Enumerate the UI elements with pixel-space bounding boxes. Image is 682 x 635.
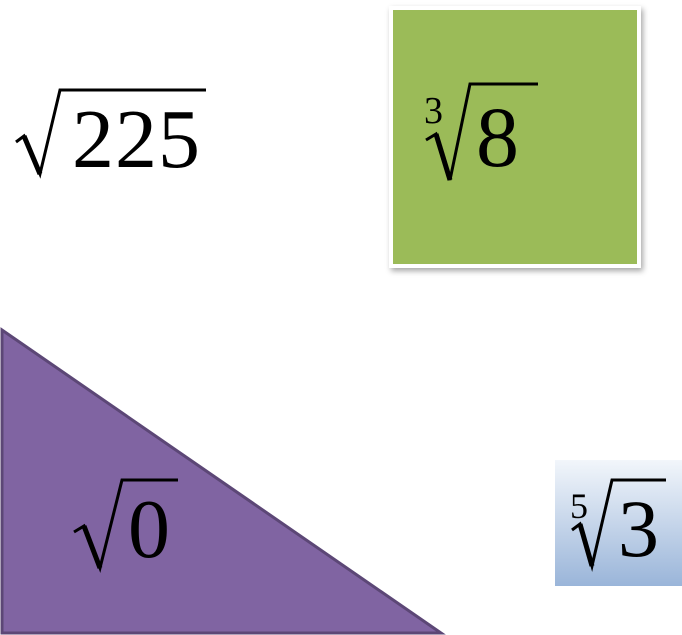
- radicand-225: 225: [72, 93, 201, 186]
- radicand-8: 8: [476, 89, 520, 185]
- radical-sign: [425, 82, 538, 181]
- expr-sqrt-225: 225: [14, 86, 214, 182]
- radicand-0: 0: [128, 483, 171, 576]
- purple-triangle[interactable]: [0, 327, 446, 635]
- expr-cbrt-8: 3 8: [420, 80, 550, 190]
- radical-sign: [73, 478, 178, 573]
- expr-sqrt-0: 0: [72, 474, 192, 574]
- radical-sign: [571, 478, 666, 572]
- radicand-3: 3: [618, 483, 660, 574]
- root-index-5: 5: [570, 486, 588, 526]
- radical-sign: [15, 88, 206, 179]
- expr-fifth-root-3: 5 3: [566, 474, 676, 574]
- root-index-3: 3: [424, 90, 443, 132]
